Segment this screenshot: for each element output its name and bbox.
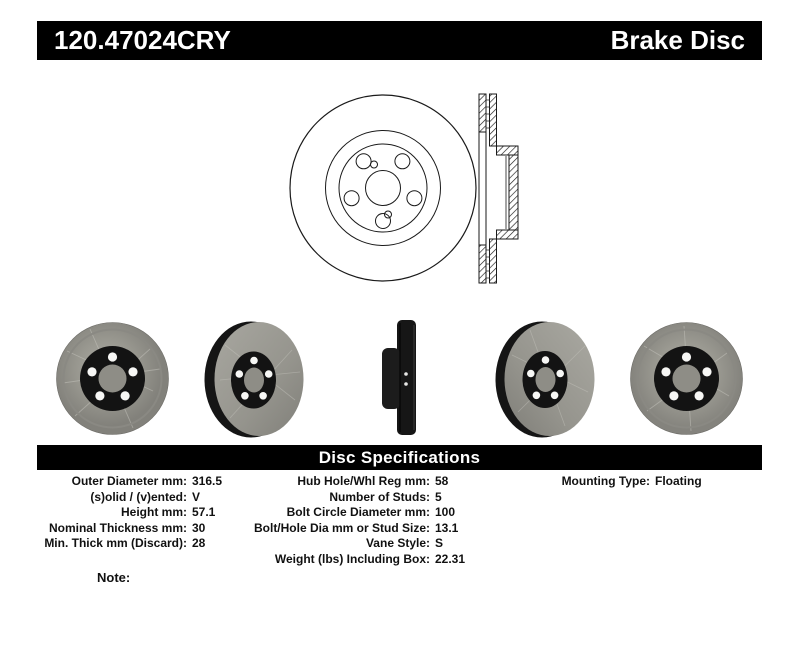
- note-label: Note:: [97, 570, 131, 585]
- spec-label: Vane Style:: [365, 536, 430, 551]
- header-bar: 120.47024CRY Brake Disc: [37, 21, 762, 60]
- spec-value: 5: [435, 489, 442, 504]
- spec-value: 100: [435, 505, 456, 520]
- spec-value: V: [192, 489, 201, 504]
- rotor-front-drawing: [289, 94, 477, 282]
- part-number: 120.47024CRY: [54, 25, 231, 55]
- spec-label: Mounting Type:: [561, 474, 650, 488]
- rotor-cross-section-drawing: [478, 93, 519, 284]
- spec-row: Min. Thick mm (Discard): 28: [37, 536, 222, 552]
- spec-row: Number of Studs: 5: [240, 490, 465, 506]
- spec-row: (s)olid / (v)ented: V: [37, 490, 222, 506]
- spec-value: 22.31: [435, 551, 466, 566]
- product-type-title: Brake Disc: [610, 25, 745, 55]
- spec-label: Min. Thick mm (Discard):: [44, 536, 187, 551]
- spec-section-title: Disc Specifications: [318, 447, 481, 467]
- spec-label: Nominal Thickness mm:: [48, 520, 187, 535]
- spec-value: 58: [435, 474, 449, 488]
- spec-value: 13.1: [435, 520, 459, 535]
- spec-column-middle: Hub Hole/Whl Reg mm: 58 Number of Studs: 5…: [240, 474, 465, 568]
- spec-row: Hub Hole/Whl Reg mm: 58: [240, 474, 465, 490]
- product-photo-edge: [382, 320, 416, 435]
- spec-value: 28: [192, 536, 206, 551]
- spec-label: Outer Diameter mm:: [71, 474, 187, 488]
- spec-row: Bolt Circle Diameter mm: 100: [240, 505, 465, 521]
- spec-column-right: Mounting Type: Floating: [480, 474, 702, 490]
- spec-value: Floating: [655, 474, 702, 488]
- product-photo-front-left: [56, 322, 169, 435]
- spec-label: Height mm:: [121, 505, 187, 520]
- spec-label: Hub Hole/Whl Reg mm:: [297, 474, 430, 488]
- product-photo-front-right: [630, 322, 743, 435]
- product-photo-angled-right: [495, 321, 595, 438]
- spec-column-left: Outer Diameter mm: 316.5 (s)olid / (v)ent…: [37, 474, 222, 552]
- spec-row: Vane Style: S: [240, 536, 465, 552]
- spec-row: Outer Diameter mm: 316.5: [37, 474, 222, 490]
- spec-value: S: [435, 536, 444, 551]
- spec-label: Number of Studs:: [329, 489, 430, 504]
- product-photo-angled-left: [204, 321, 304, 438]
- technical-drawing: [289, 93, 519, 284]
- spec-value: 57.1: [192, 505, 216, 520]
- spec-section-header: Disc Specifications: [37, 445, 762, 470]
- spec-row: Weight (lbs) Including Box: 22.31: [240, 552, 465, 568]
- spec-row: Nominal Thickness mm: 30: [37, 521, 222, 537]
- spec-label: Bolt Circle Diameter mm:: [286, 505, 430, 520]
- spec-row: Height mm: 57.1: [37, 505, 222, 521]
- spec-label: Weight (lbs) Including Box:: [274, 551, 430, 566]
- spec-value: 30: [192, 520, 206, 535]
- spec-label: Bolt/Hole Dia mm or Stud Size:: [253, 520, 430, 535]
- spec-label: (s)olid / (v)ented:: [90, 489, 187, 504]
- spec-row: Mounting Type: Floating: [480, 474, 702, 490]
- spec-value: 316.5: [192, 474, 223, 488]
- spec-row: Bolt/Hole Dia mm or Stud Size: 13.1: [240, 521, 465, 537]
